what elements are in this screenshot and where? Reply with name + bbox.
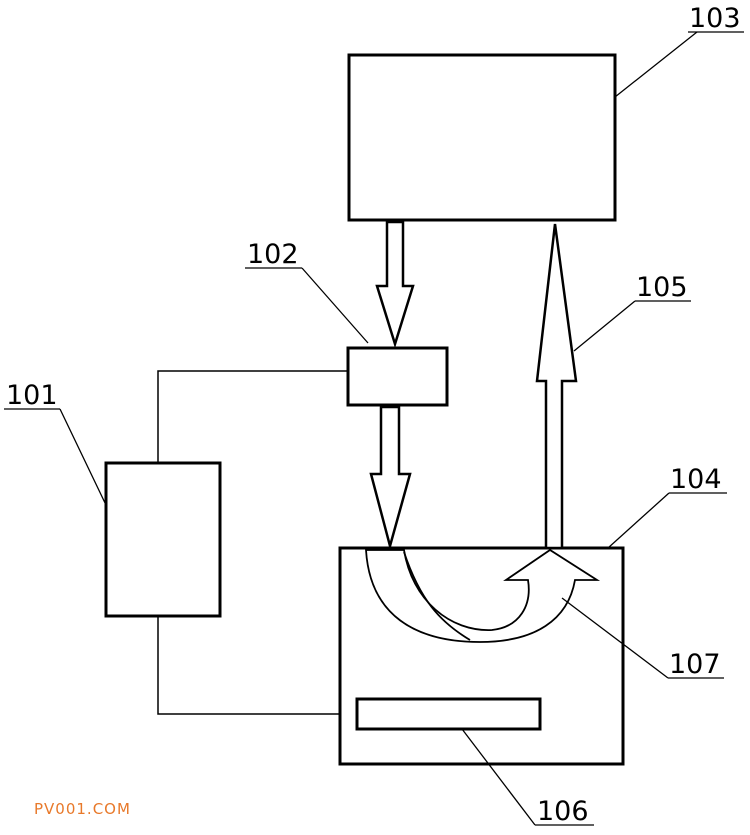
label-107: 107	[669, 649, 721, 680]
arrow-105	[535, 223, 578, 550]
leader-101	[59, 408, 107, 506]
box-102	[346, 346, 449, 407]
leader-107	[561, 597, 669, 679]
leader-102	[301, 267, 369, 344]
label-105: 105	[636, 272, 688, 303]
label-104: 104	[670, 464, 722, 495]
curved-arrow-107	[365, 548, 601, 643]
leader-105	[573, 300, 636, 352]
box-103	[347, 53, 617, 222]
label-106: 106	[537, 796, 589, 827]
wire-101-to-106	[157, 617, 357, 715]
leader-106	[461, 728, 536, 826]
leader-103	[614, 31, 698, 98]
label-102: 102	[247, 239, 299, 270]
label-101: 101	[6, 380, 58, 411]
leader-104	[607, 492, 670, 549]
label-103: 103	[689, 3, 741, 34]
arrow-103-to-102	[375, 220, 415, 349]
wire-101-to-102	[157, 370, 348, 463]
box-101	[104, 461, 222, 618]
watermark-text: PV001.COM	[34, 800, 131, 818]
arrow-102-to-104	[369, 405, 412, 551]
box-106	[355, 697, 542, 731]
